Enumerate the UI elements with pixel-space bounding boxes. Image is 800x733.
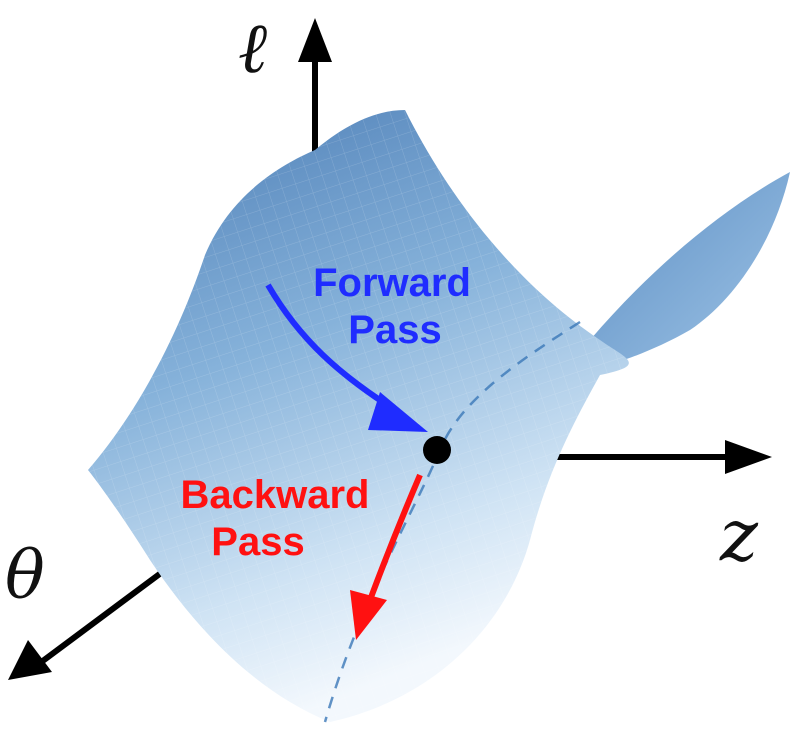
- z-axis-label: z: [719, 493, 759, 577]
- theta-axis: [38, 567, 167, 666]
- backward-pass-arrow: [350, 473, 423, 640]
- stationary-point: [423, 436, 451, 464]
- forward-arrow-path: [265, 283, 397, 413]
- forward-arrowhead: [368, 392, 428, 432]
- axes: [8, 18, 772, 680]
- l-axis-label: ℓ: [238, 7, 267, 89]
- theta-axis-arrowhead: [8, 640, 52, 680]
- saddle-surface: [88, 110, 790, 723]
- backward-arrow-path: [367, 473, 423, 602]
- backward-arrowhead: [350, 590, 387, 640]
- forward-label-line1: Forward: [313, 261, 471, 305]
- backward-label-line2: Pass: [211, 520, 304, 564]
- surface-wing: [590, 172, 790, 368]
- z-axis-arrowhead: [725, 440, 772, 474]
- forward-pass-arrow: [265, 283, 428, 432]
- theta-axis-label: θ: [5, 537, 45, 614]
- surface-mesh: [88, 110, 629, 722]
- forward-label-line2: Pass: [348, 308, 441, 352]
- l-axis-arrowhead: [298, 18, 332, 62]
- backward-label-line1: Backward: [181, 473, 370, 517]
